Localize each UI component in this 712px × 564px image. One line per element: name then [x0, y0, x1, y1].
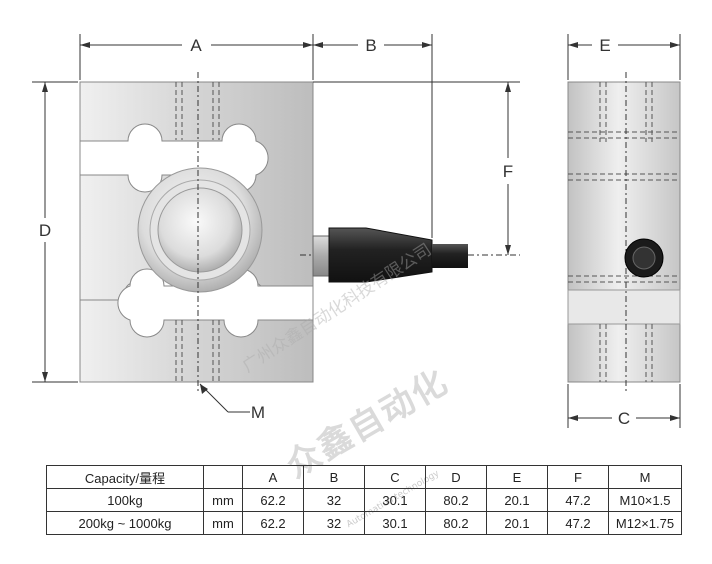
table-cell: M12×1.75 [608, 511, 682, 535]
table-header-cell: B [303, 465, 365, 489]
table-cell: M10×1.5 [608, 488, 682, 512]
side-body [567, 81, 681, 383]
table-cell: 32 [303, 511, 365, 535]
side-slot [567, 289, 681, 325]
table-cell: 200kg ~ 1000kg [46, 511, 204, 535]
load-cell-drawing: A B E D F C M [32, 34, 681, 428]
table-cell: 80.2 [425, 488, 487, 512]
table-cell: 80.2 [425, 511, 487, 535]
table-cell: 30.1 [364, 488, 426, 512]
dim-label-a: A [190, 36, 202, 55]
dimension-arrows [42, 42, 680, 421]
front-view [79, 72, 520, 392]
strain-boss-inner [157, 187, 243, 273]
table-cell: 47.2 [547, 488, 609, 512]
table-cell: 62.2 [242, 511, 304, 535]
table-header-cell: F [547, 465, 609, 489]
dim-label-d: D [39, 221, 51, 240]
table-row: 100kg mm 62.2 32 30.1 80.2 20.1 47.2 M10… [46, 488, 682, 512]
table-row: 200kg ~ 1000kg mm 62.2 32 30.1 80.2 20.1… [46, 511, 682, 535]
dim-label-m: M [251, 403, 265, 422]
table-cell: mm [203, 488, 243, 512]
table-cell: 32 [303, 488, 365, 512]
side-view [567, 72, 681, 392]
table-header-cell: A [242, 465, 304, 489]
table-cell: 62.2 [242, 488, 304, 512]
table-header-cell [203, 465, 243, 489]
side-cable-core [632, 246, 656, 270]
cable [432, 244, 468, 268]
table-header-cell: M [608, 465, 682, 489]
table-cell: 100kg [46, 488, 204, 512]
dim-label-f: F [503, 162, 513, 181]
dimension-table: Capacity/量程 A B C D E F M 100kg mm 62.2 … [46, 465, 682, 535]
table-cell: 30.1 [364, 511, 426, 535]
cable-gland [328, 227, 433, 283]
dim-label-b: B [365, 36, 376, 55]
table-cell: 47.2 [547, 511, 609, 535]
table-header-cell: Capacity/量程 [46, 465, 204, 489]
table-header-row: Capacity/量程 A B C D E F M [46, 465, 682, 489]
cable-nut [312, 235, 330, 277]
table-cell: 20.1 [486, 511, 548, 535]
table-cell: mm [203, 511, 243, 535]
dim-label-c: C [618, 409, 630, 428]
table-header-cell: E [486, 465, 548, 489]
dimension-lines [32, 34, 681, 428]
table-header-cell: C [364, 465, 426, 489]
dim-label-e: E [599, 36, 610, 55]
table-header-cell: D [425, 465, 487, 489]
table-cell: 20.1 [486, 488, 548, 512]
